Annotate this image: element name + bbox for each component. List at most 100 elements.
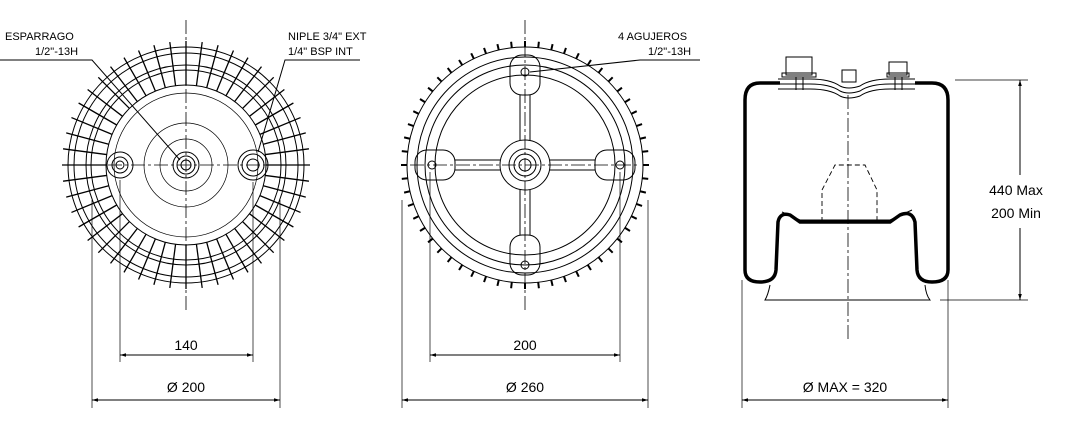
rib: [403, 190, 411, 194]
rib: [195, 244, 203, 289]
rib: [407, 203, 414, 207]
rib: [575, 270, 580, 278]
top-view-left: ESPARRAGO 1/2"-13H NIPLE 3/4" EXT 1/4" B…: [0, 20, 367, 408]
side-view-right: 440 Max 200 Min Ø MAX = 320: [741, 56, 1043, 408]
rib: [206, 242, 219, 285]
rib: [412, 215, 420, 220]
rib: [62, 148, 107, 156]
rib: [446, 67, 453, 74]
stud-spec: 1/2"-13H: [35, 46, 78, 58]
nipple-label: NIPLE 3/4" EXT: [288, 31, 367, 43]
rib: [436, 76, 443, 83]
rib: [234, 228, 263, 264]
rib: [458, 264, 464, 271]
rib: [137, 50, 156, 92]
rib: [563, 276, 567, 283]
rib: [87, 88, 123, 117]
rib: [597, 67, 604, 74]
rib: [225, 57, 249, 97]
rib: [458, 59, 464, 66]
holes-spec: 1/2"-13H: [648, 46, 691, 58]
rib: [419, 98, 426, 104]
rib: [639, 136, 647, 140]
rib: [153, 45, 166, 88]
rib: [123, 233, 147, 273]
rib: [550, 279, 554, 287]
stud-label: ESPARRAGO: [5, 31, 74, 43]
rib: [195, 41, 203, 86]
rib: [66, 185, 109, 198]
height-max: 440 Max: [989, 182, 1043, 198]
rib: [66, 132, 109, 145]
rib: [137, 238, 156, 280]
rib: [630, 110, 638, 115]
rib: [575, 52, 580, 60]
rib: [265, 148, 310, 156]
bumper-hidden: [821, 164, 878, 222]
rib: [263, 132, 306, 145]
ribs: [455, 95, 595, 235]
rib: [249, 88, 285, 117]
dim-diameter-max-320: Ø MAX = 320: [803, 379, 888, 395]
rib: [123, 57, 147, 97]
rib: [427, 86, 434, 93]
rib: [607, 247, 614, 254]
rib: [403, 136, 411, 140]
rib: [87, 213, 123, 242]
rib: [630, 215, 638, 220]
rib: [636, 123, 643, 127]
rib: [259, 116, 301, 135]
rib: [642, 150, 649, 153]
rib: [624, 226, 631, 232]
rib: [109, 228, 138, 264]
rib: [206, 45, 219, 88]
rib: [639, 190, 647, 194]
rib: [263, 185, 306, 198]
rib: [169, 41, 177, 86]
rib: [537, 41, 540, 48]
rib: [401, 150, 408, 153]
rib: [496, 43, 500, 51]
nipple-spec: 1/4" BSP INT: [288, 46, 353, 58]
bottom-view-middle: 4 AGUJEROS 1/2"-13H 200 Ø 260: [401, 20, 700, 408]
rib: [412, 110, 420, 115]
rib: [97, 76, 130, 109]
rib: [446, 256, 453, 263]
rib: [242, 221, 275, 254]
rib: [636, 203, 643, 207]
rib: [436, 247, 443, 254]
rib: [401, 177, 408, 180]
rib: [254, 204, 294, 228]
rib: [78, 204, 118, 228]
rib: [550, 43, 554, 51]
rib: [407, 123, 414, 127]
rib: [586, 264, 592, 271]
rib: [234, 66, 263, 102]
rib: [225, 233, 249, 273]
rib: [427, 237, 434, 244]
rib: [71, 116, 113, 135]
height-min: 200 Min: [991, 205, 1041, 221]
rib: [78, 102, 118, 126]
dim-200: 200: [513, 337, 537, 353]
dim-diameter-260: Ø 260: [506, 379, 544, 395]
rib: [242, 76, 275, 109]
piston-base: [764, 284, 932, 301]
rib: [616, 237, 623, 244]
rib: [62, 174, 107, 182]
rib: [254, 102, 294, 126]
rib: [419, 226, 426, 232]
rib: [607, 76, 614, 83]
rib: [265, 174, 310, 182]
rib: [470, 270, 475, 278]
rib: [586, 59, 592, 66]
rib: [216, 238, 235, 280]
rib: [496, 279, 500, 287]
rib: [249, 213, 285, 242]
rib: [483, 47, 487, 54]
rib: [109, 66, 138, 102]
dim-diameter-200: Ø 200: [167, 379, 205, 395]
top-plate-bolts: [778, 56, 915, 99]
rib: [624, 98, 631, 104]
